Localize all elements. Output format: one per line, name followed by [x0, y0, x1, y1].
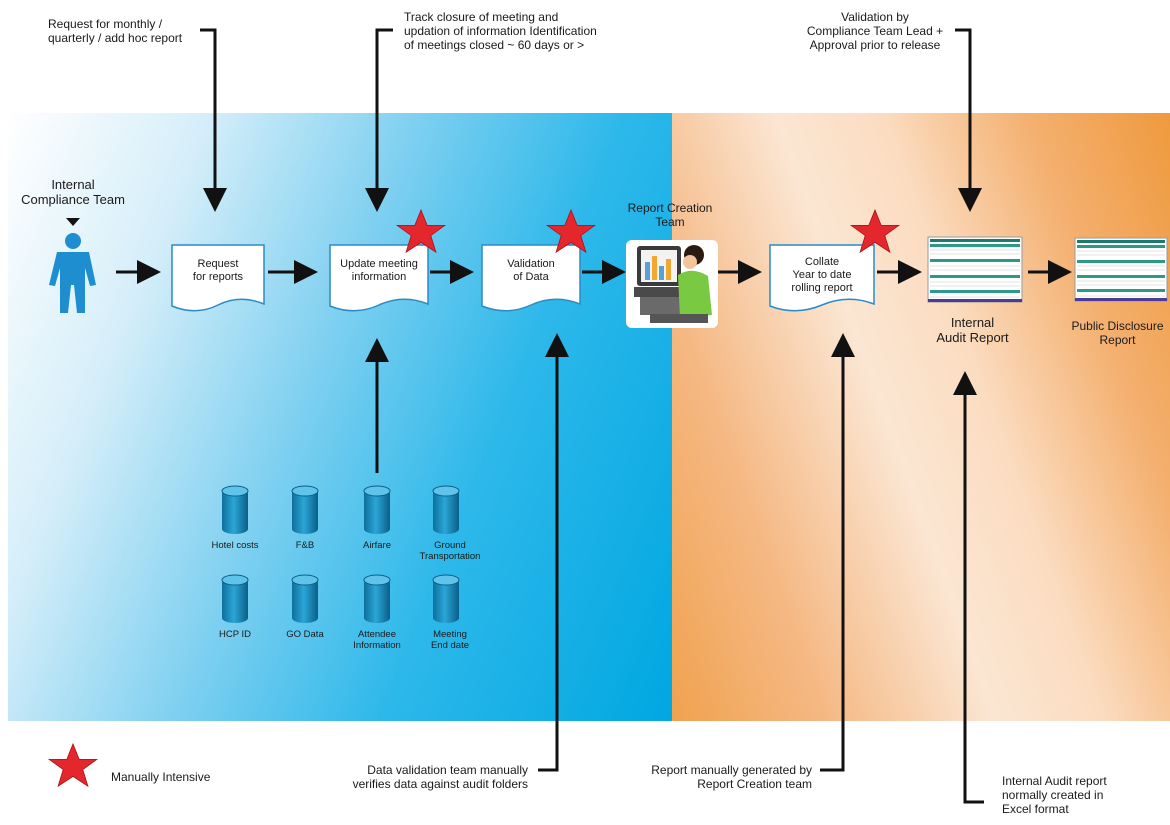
- update-step-label: Update meeting information: [340, 258, 418, 283]
- data-source-label: Airfare: [363, 540, 391, 551]
- data-source-label: Hotel costs: [211, 540, 259, 551]
- collate-step-label: Collate Year to date rolling report: [791, 256, 853, 294]
- database-icon: [432, 574, 460, 623]
- triangle-down-icon: [66, 218, 80, 226]
- arrow-track-annotation: [365, 28, 393, 212]
- data-source-label: Ground Transportation: [419, 540, 481, 562]
- manual-star-icon: [849, 208, 901, 254]
- arrow-report-manually: [820, 333, 855, 772]
- database-icon: [363, 485, 391, 534]
- data-source-label: Meeting End date: [430, 629, 470, 651]
- track-closure-annotation: Track closure of meeting and updation of…: [404, 10, 597, 52]
- data-source-label: HCP ID: [218, 629, 252, 640]
- legend-star-icon: [47, 742, 99, 788]
- arrow-request-annotation: [200, 28, 227, 212]
- data-validation-team-annotation: Data validation team manually verifies d…: [352, 763, 528, 791]
- arrow-internal-audit-excel: [953, 371, 984, 804]
- database-icon: [291, 485, 319, 534]
- data-source-label: GO Data: [286, 629, 324, 640]
- request-annotation: Request for monthly / quarterly / add ho…: [48, 17, 183, 45]
- report-creation-team-label: Report Creation Team: [627, 201, 713, 229]
- arrow-validation-annotation: [955, 28, 982, 212]
- validation-step-label: Validation of Data: [507, 258, 555, 283]
- internal-audit-spreadsheet-icon: [927, 236, 1023, 303]
- manual-star-icon: [545, 208, 597, 254]
- database-icon: [221, 485, 249, 534]
- document-update: [329, 244, 429, 312]
- blue-background-band: [8, 113, 672, 721]
- internal-audit-excel-annotation: Internal Audit report normally created i…: [1002, 774, 1107, 816]
- report-manually-annotation: Report manually generated by Report Crea…: [651, 763, 812, 791]
- person-icon: [49, 218, 96, 313]
- request-step-label: Request for reports: [192, 258, 244, 283]
- database-icon: [432, 485, 460, 534]
- internal-compliance-team-label: Internal Compliance Team: [21, 177, 125, 207]
- manual-star-icon: [395, 208, 447, 254]
- document-collate: [769, 244, 875, 312]
- data-source-label: Attendee Information: [353, 629, 401, 651]
- database-icon: [221, 574, 249, 623]
- computer-user-icon: [626, 240, 718, 328]
- validation-annotation: Validation by Compliance Team Lead + App…: [806, 10, 944, 52]
- orange-background-band: [672, 113, 1170, 721]
- document-request: [171, 244, 265, 312]
- database-icon: [291, 574, 319, 623]
- arrow-data-validation-team: [538, 333, 569, 772]
- data-source-label: F&B: [295, 540, 315, 551]
- public-disclosure-spreadsheet-icon: [1074, 237, 1168, 302]
- document-validation: [481, 244, 581, 312]
- internal-audit-report-label: Internal Audit Report: [936, 315, 1009, 345]
- data-sources: [221, 485, 460, 623]
- database-icon: [363, 574, 391, 623]
- public-disclosure-report-label: Public Disclosure Report: [1071, 319, 1164, 347]
- legend-manually-intensive: Manually Intensive: [111, 770, 211, 784]
